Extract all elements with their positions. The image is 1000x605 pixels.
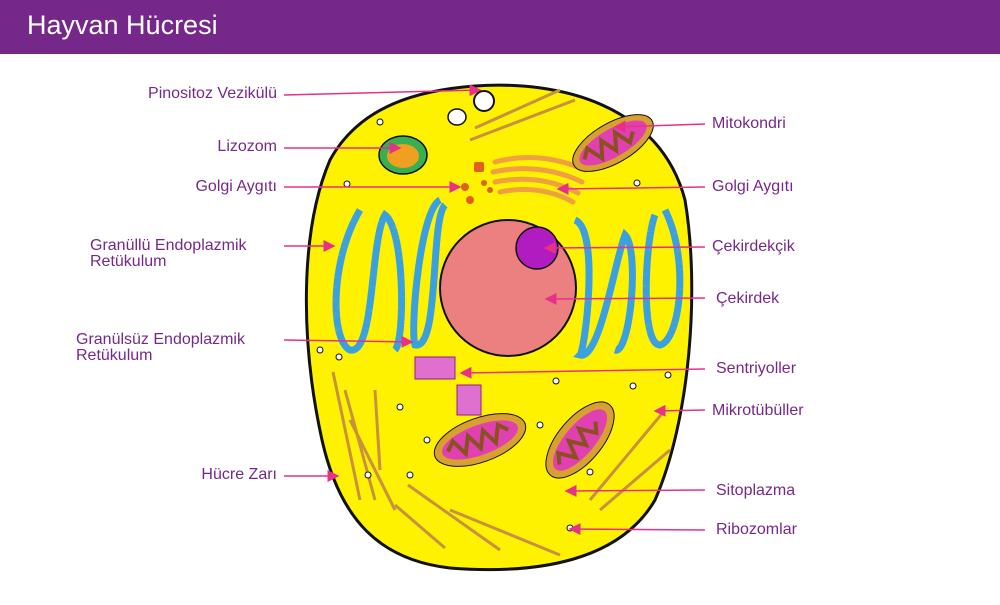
pinocytic-vesicle [473, 90, 495, 112]
label-ribozomlar: Ribozomlar [716, 521, 797, 538]
header-bar: Hayvan Hücresi [0, 0, 1000, 54]
rough-er [332, 208, 684, 354]
label-cekirdek: Çekirdek [716, 290, 780, 307]
label-line2: Retükulum [76, 347, 153, 364]
page-title: Hayvan Hücresi [27, 10, 218, 40]
mitochondrion [433, 413, 527, 467]
mitochondrion [545, 401, 615, 479]
label-sitoplazma: Sitoplazma [716, 482, 796, 499]
label-mikrotubuller: Mikrotübüller [712, 402, 804, 419]
label-line2: Retükulum [90, 253, 167, 270]
microtubules [331, 88, 671, 557]
mitochondrion [572, 114, 654, 172]
label-golgi-left: Golgi Aygıtı [195, 178, 277, 195]
label-lizozom: Lizozom [217, 138, 277, 155]
lysosome [378, 135, 428, 175]
pointer-lines [283, 84, 706, 536]
label-mitokondri: Mitokondri [712, 115, 786, 132]
label-hucre-zari: Hücre Zarı [201, 466, 277, 483]
label-golgi-right: Golgi Aygıtı [712, 178, 794, 195]
smooth-er [410, 196, 636, 359]
label-pinositoz-vezikulu: Pinositoz Vezikülü [148, 85, 277, 102]
label-line1: Granüllü Endoplazmik [90, 237, 247, 254]
centrioles [414, 356, 482, 416]
label-sentriyoller: Sentriyoller [716, 360, 797, 377]
label-line1: Granülsüz Endoplazmik [76, 331, 245, 348]
label-cekirdekcik: Çekirdekçik [712, 238, 795, 255]
